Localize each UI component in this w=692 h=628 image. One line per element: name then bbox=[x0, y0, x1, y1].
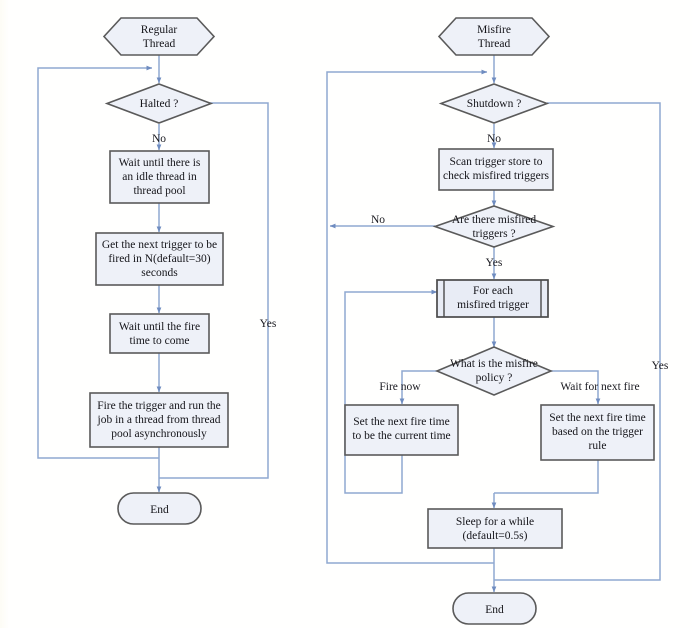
node-regular-thread-start: Regular Thread bbox=[102, 17, 216, 56]
node-are-misfired-decision: Are there misfired triggers ? bbox=[432, 205, 556, 248]
node-label-line: seconds bbox=[141, 267, 178, 279]
node-label-line: End bbox=[485, 604, 504, 616]
right-flow-connectors bbox=[326, 55, 661, 593]
node-label-line: Set the next fire time bbox=[353, 416, 449, 428]
left-flow-edge-labels: No Yes bbox=[152, 133, 277, 330]
node-label-line: Wait until there is bbox=[119, 157, 201, 169]
node-label-line: thread pool bbox=[133, 185, 185, 197]
node-label-line: misfired trigger bbox=[457, 299, 529, 311]
node-label-line: Fire the trigger and run the bbox=[97, 400, 221, 412]
node-label-line: Scan trigger store to bbox=[450, 156, 543, 168]
node-label-line: Wait until the fire bbox=[119, 321, 200, 333]
edge-label-shutdown-yes: Yes bbox=[652, 360, 669, 372]
node-label-line: Regular bbox=[141, 24, 178, 36]
node-label-line: Misfire bbox=[477, 24, 511, 36]
node-fire-trigger-run-job: Fire the trigger and run the job in a th… bbox=[89, 392, 229, 448]
node-label-line: Are there misfired bbox=[452, 214, 537, 226]
edge-loopback-to-foreach bbox=[344, 289, 438, 494]
node-misfire-policy-decision: What is the misfire policy ? bbox=[434, 346, 554, 396]
node-set-fire-time-rule: Set the next fire time based on the trig… bbox=[540, 404, 655, 461]
edge-label-policy-wait-next: Wait for next fire bbox=[560, 381, 639, 393]
page-edge-tint bbox=[0, 0, 10, 628]
node-set-fire-time-current: Set the next fire time to be the current… bbox=[344, 404, 459, 456]
node-label-line: job in a thread from thread bbox=[97, 414, 221, 426]
node-label-line: Sleep for a while bbox=[456, 516, 534, 528]
node-label-line: fired in N(default=30) bbox=[108, 253, 210, 265]
edge-label-policy-fire-now: Fire now bbox=[379, 381, 421, 393]
edge-loopback-to-halted bbox=[37, 65, 159, 459]
node-wait-fire-time: Wait until the fire time to come bbox=[109, 313, 210, 354]
node-label-line: check misfired triggers bbox=[443, 170, 550, 182]
node-label-line: (default=0.5s) bbox=[463, 530, 528, 542]
node-for-each-misfired-trigger: For each misfired trigger bbox=[436, 279, 549, 318]
node-label-line: Thread bbox=[478, 38, 511, 50]
node-scan-trigger-store: Scan trigger store to check misfired tri… bbox=[438, 148, 554, 191]
node-label-line: triggers ? bbox=[472, 228, 515, 240]
node-label-line: pool asynchronously bbox=[111, 428, 207, 440]
node-label-line: time to come bbox=[129, 335, 189, 347]
node-label-line: Thread bbox=[143, 38, 176, 50]
right-flow-edge-labels: No Yes No Yes Fire now Wait for next fir… bbox=[371, 133, 669, 393]
edge-label-halted-no: No bbox=[152, 133, 166, 145]
left-flow-connectors bbox=[37, 55, 269, 493]
edge-label-halted-yes: Yes bbox=[260, 318, 277, 330]
node-misfire-thread-start: Misfire Thread bbox=[437, 17, 551, 56]
node-label-line: Set the next fire time bbox=[549, 412, 645, 424]
right-flow-nodes: Misfire Thread Shutdown ? Scan trigger s… bbox=[344, 17, 655, 625]
left-flow-nodes: Regular Thread Halted ? Wait until there… bbox=[89, 17, 229, 525]
edge-label-misfired-yes: Yes bbox=[486, 257, 503, 269]
node-label-line: Halted ? bbox=[140, 98, 179, 110]
node-label-line: Get the next trigger to be bbox=[102, 239, 217, 251]
edge-policy-fire-now bbox=[399, 370, 437, 405]
node-label-line: an idle thread in bbox=[122, 171, 197, 183]
edge-shutdown-yes bbox=[494, 102, 661, 581]
node-label-line: policy ? bbox=[476, 372, 513, 384]
edge-halted-yes bbox=[159, 102, 269, 479]
node-label-line: End bbox=[150, 504, 169, 516]
node-left-end-terminator: End bbox=[117, 492, 202, 525]
node-shutdown-decision: Shutdown ? bbox=[438, 83, 550, 124]
node-get-next-trigger: Get the next trigger to be fired in N(de… bbox=[95, 232, 224, 286]
edge-setrule-down bbox=[494, 460, 599, 494]
node-label-line: Shutdown ? bbox=[467, 98, 522, 110]
node-right-end-terminator: End bbox=[452, 592, 537, 625]
node-sleep-for-a-while: Sleep for a while (default=0.5s) bbox=[427, 508, 563, 549]
node-wait-idle-thread: Wait until there is an idle thread in th… bbox=[109, 150, 210, 204]
node-label-line: based on the trigger bbox=[552, 426, 643, 438]
edge-policy-wait-next bbox=[551, 370, 601, 405]
node-label-line: For each bbox=[473, 285, 513, 297]
edge-label-shutdown-no: No bbox=[487, 133, 501, 145]
node-label-line: to be the current time bbox=[352, 430, 450, 442]
edge-loopback-to-shutdown bbox=[326, 69, 494, 564]
node-label-line: What is the misfire bbox=[450, 358, 538, 370]
node-halted-decision: Halted ? bbox=[104, 83, 214, 124]
node-label-line: rule bbox=[589, 440, 607, 452]
edge-label-misfired-no: No bbox=[371, 214, 385, 226]
